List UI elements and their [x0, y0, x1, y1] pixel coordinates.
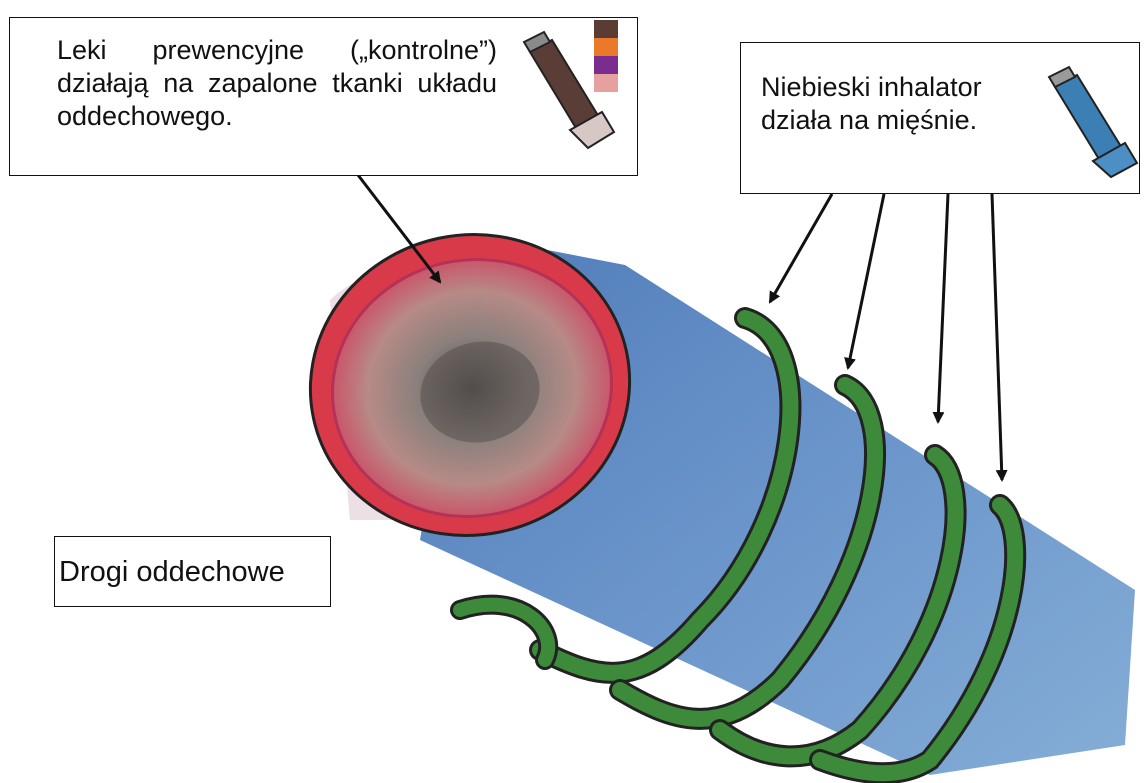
preventer-description: Leki prewencyjne („kontrolne”) działają … [57, 34, 497, 133]
color-swatch-brown [594, 20, 618, 38]
arrow-to-muscle-1 [770, 194, 832, 302]
airways-label: Drogi oddechowe [59, 556, 285, 589]
reliever-description: Niebieski inhalator działa na mięśnie. [761, 71, 1031, 137]
blue-inhaler-icon [1037, 57, 1141, 179]
brown-inhaler-icon [510, 20, 622, 152]
arrow-to-muscle-2 [848, 194, 884, 368]
arrow-to-muscle-3 [938, 194, 948, 422]
arrow-to-muscle-4 [992, 194, 1002, 480]
airways-label-box: Drogi oddechowe [54, 536, 331, 607]
color-swatch-pink [594, 74, 618, 92]
preventer-callout: Leki prewencyjne („kontrolne”) działają … [9, 17, 638, 176]
color-swatch-orange [594, 38, 618, 56]
reliever-callout: Niebieski inhalator działa na mięśnie. [740, 42, 1140, 194]
color-swatch-purple [594, 56, 618, 74]
